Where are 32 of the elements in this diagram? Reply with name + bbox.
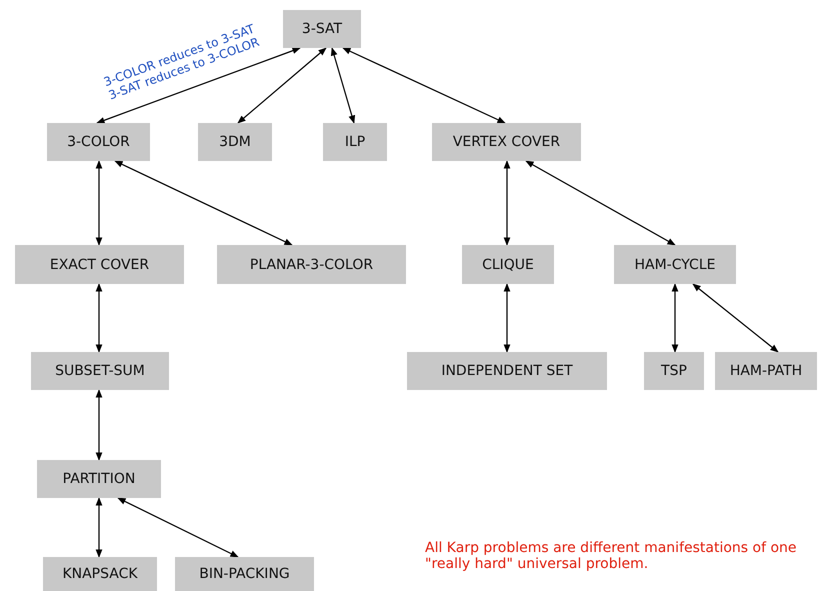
problem-box: PARTITION xyxy=(37,460,161,498)
double-arrow xyxy=(114,160,293,246)
problem-box: ILP xyxy=(323,123,387,161)
double-arrow xyxy=(96,283,102,353)
double-arrow xyxy=(96,497,102,558)
double-arrow xyxy=(96,160,102,246)
double-arrow xyxy=(330,47,356,124)
double-arrow xyxy=(504,160,510,246)
problem-box: SUBSET-SUM xyxy=(31,352,169,390)
double-arrow xyxy=(672,283,678,353)
double-arrow xyxy=(96,389,102,461)
problem-box: TSP xyxy=(644,352,704,390)
double-arrow xyxy=(117,497,239,558)
problem-box: INDEPENDENT SET xyxy=(407,352,607,390)
problem-box: EXACT COVER xyxy=(15,245,184,284)
problem-box: 3DM xyxy=(198,123,272,161)
double-arrow xyxy=(525,160,676,246)
problem-box: CLIQUE xyxy=(462,245,554,284)
problem-box: HAM-PATH xyxy=(715,352,817,390)
note-text: All Karp problems are different manifestations of one "really hard" universal problem. xyxy=(425,540,798,572)
double-arrow xyxy=(342,47,506,124)
problem-box: HAM-CYCLE xyxy=(614,245,736,284)
problem-box: 3-SAT xyxy=(283,10,361,48)
double-arrow xyxy=(692,283,779,353)
double-arrow xyxy=(237,47,327,124)
problem-box: KNAPSACK xyxy=(43,557,157,591)
double-arrow xyxy=(96,47,301,124)
problem-box: BIN-PACKING xyxy=(175,557,314,591)
problem-box: 3-COLOR xyxy=(47,123,150,161)
problem-box: VERTEX COVER xyxy=(432,123,581,161)
double-arrow xyxy=(504,283,510,353)
problem-box: PLANAR-3-COLOR xyxy=(217,245,406,284)
